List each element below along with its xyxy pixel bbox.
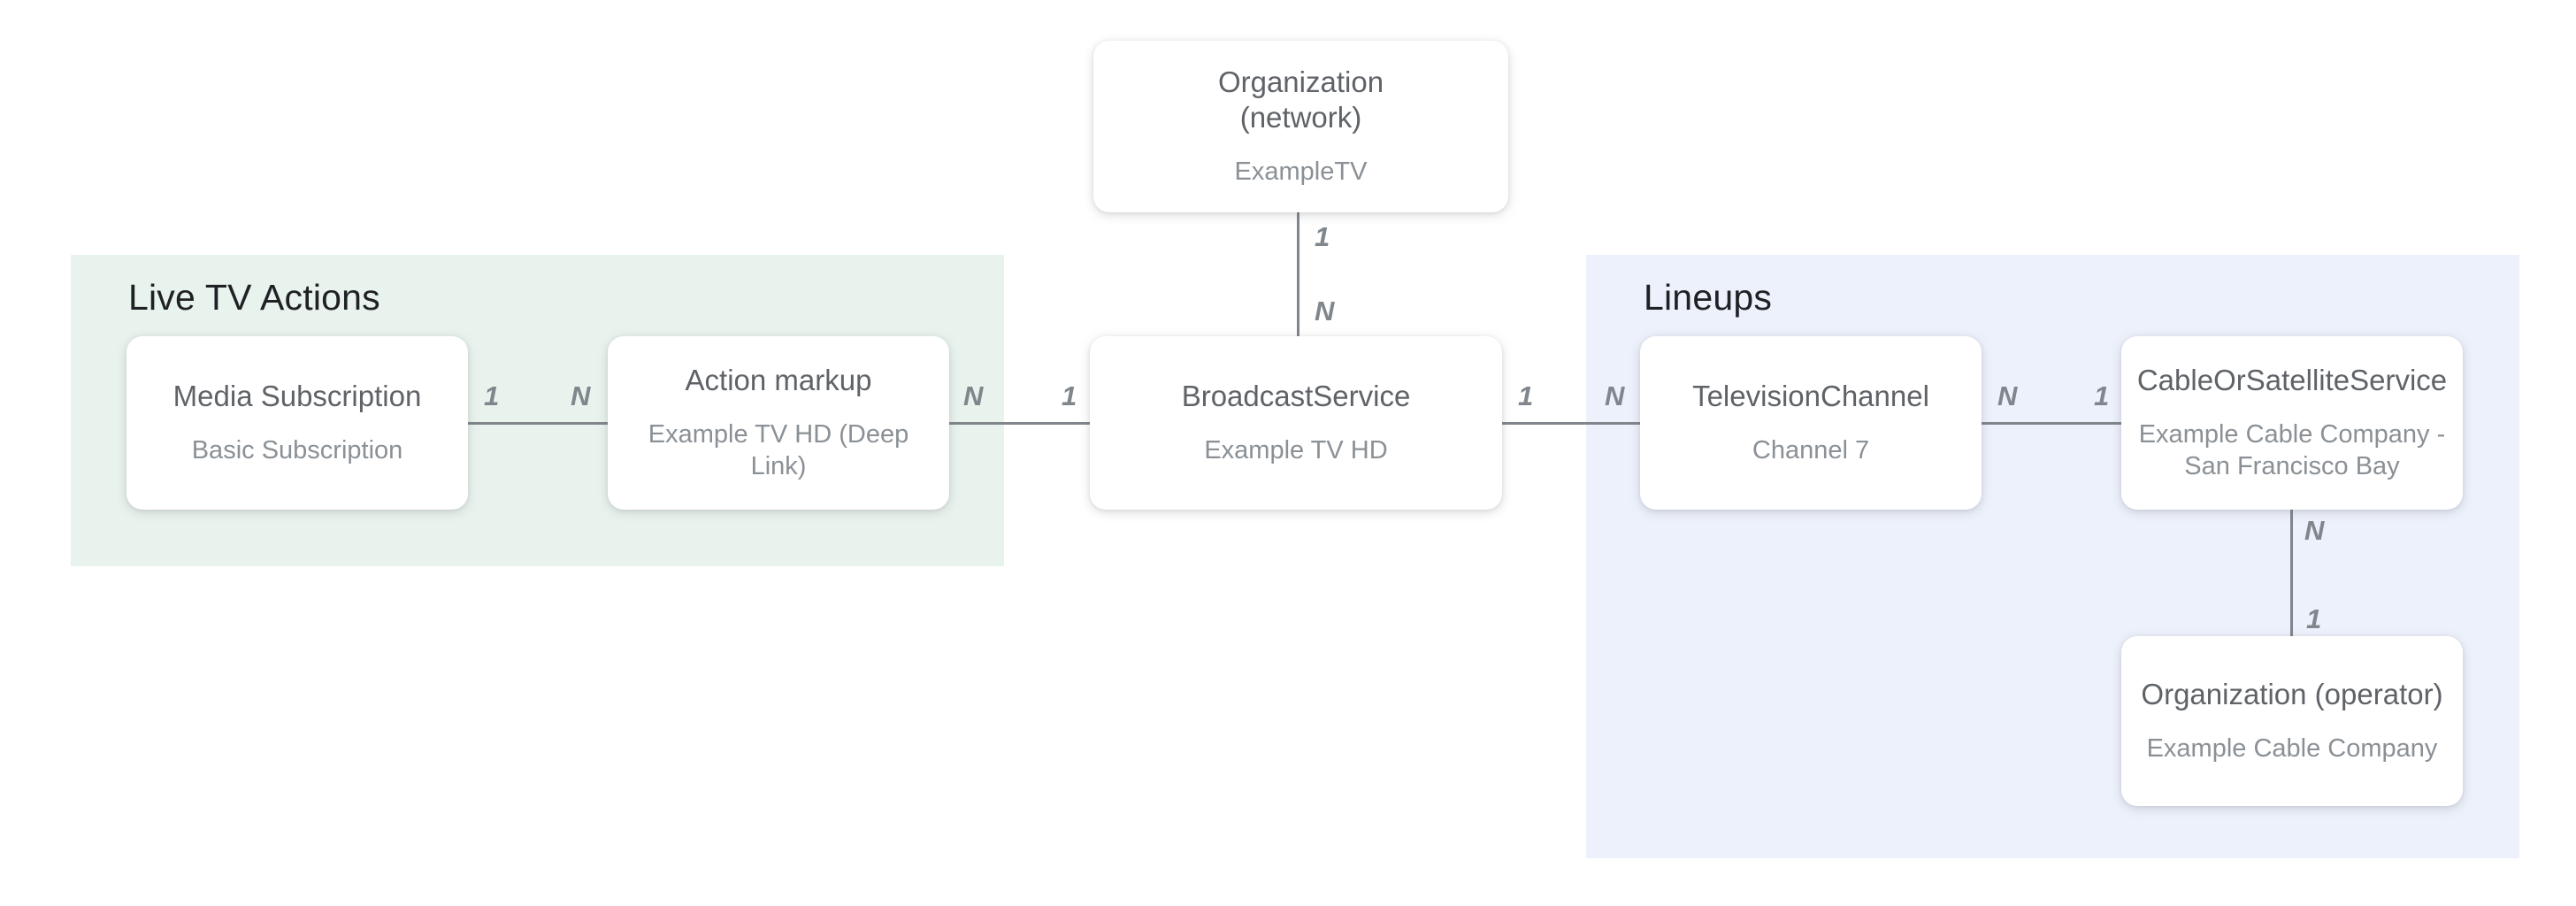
cardinality-label-broadcast-right-side: 1	[1518, 380, 1534, 411]
cardinality-label-broadcast-top-side: N	[1315, 296, 1335, 326]
node-subtitle: ExampleTV	[1234, 157, 1368, 187]
node-title: Organization (operator)	[2141, 677, 2443, 710]
cardinality-label-cable-bottom-side: N	[2304, 515, 2325, 546]
node-subtitle: Example TV HD (Deep Link)	[648, 420, 909, 481]
node-organization-operator: Organization (operator) Example Cable Co…	[2121, 636, 2463, 806]
edge-channel-to-cable-line	[1982, 422, 2121, 425]
node-broadcast-service: BroadcastService Example TV HD	[1090, 336, 1502, 510]
node-title: TelevisionChannel	[1692, 379, 1929, 412]
region-title-lineups: Lineups	[1644, 277, 1773, 318]
node-cable-or-satellite-service: CableOrSatelliteService Example Cable Co…	[2121, 336, 2463, 510]
node-subtitle: Example Cable Company	[2146, 734, 2438, 764]
node-title: Action markup	[685, 363, 872, 396]
region-title-live-tv-actions: Live TV Actions	[128, 277, 380, 318]
node-title: BroadcastService	[1181, 379, 1411, 412]
node-organization-network: Organization (network) ExampleTV	[1093, 41, 1508, 212]
node-title: CableOrSatelliteService	[2136, 363, 2448, 396]
edge-action-to-broadcast-line	[949, 422, 1090, 425]
node-subtitle: Example TV HD	[1204, 436, 1388, 465]
cardinality-label-action-right-side: N	[963, 380, 984, 411]
node-subtitle: Basic Subscription	[191, 436, 403, 465]
edge-network-to-broadcast-line	[1297, 212, 1300, 336]
edge-cable-to-operator-line	[2290, 510, 2293, 636]
node-subtitle: Example Cable Company - San Francisco Ba…	[2138, 420, 2446, 481]
edge-media-to-action-line	[468, 422, 608, 425]
cardinality-label-channel-left-side: N	[1605, 380, 1625, 411]
cardinality-label-action-left-side: N	[571, 380, 591, 411]
cardinality-label-channel-right-side: N	[1997, 380, 2018, 411]
cardinality-label-broadcast-left-side: 1	[1062, 380, 1077, 411]
node-title: Media Subscription	[172, 379, 422, 412]
node-media-subscription: Media Subscription Basic Subscription	[126, 336, 468, 510]
node-title: Organization (network)	[1217, 65, 1384, 134]
node-action-markup: Action markup Example TV HD (Deep Link)	[608, 336, 949, 510]
node-subtitle: Channel 7	[1752, 436, 1870, 465]
cardinality-label-media-side: 1	[484, 380, 500, 411]
node-television-channel: TelevisionChannel Channel 7	[1640, 336, 1982, 510]
cardinality-label-network-side: 1	[1315, 221, 1330, 252]
edge-broadcast-to-channel-line	[1502, 422, 1640, 425]
cardinality-label-cable-left-side: 1	[2094, 380, 2110, 411]
cardinality-label-operator-side: 1	[2306, 603, 2322, 634]
